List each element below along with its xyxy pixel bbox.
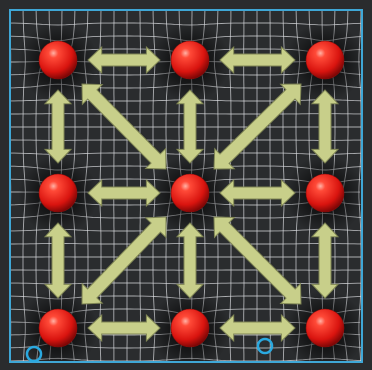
sphere-r3-c3 bbox=[306, 309, 344, 347]
sphere-r1-c1 bbox=[39, 41, 77, 79]
sphere-r3-c2 bbox=[171, 309, 209, 347]
sphere-r1-c2 bbox=[171, 41, 209, 79]
sphere-r1-c3 bbox=[306, 41, 344, 79]
sphere-r3-c1 bbox=[39, 309, 77, 347]
sphere-r2-c2 bbox=[171, 174, 209, 212]
sphere-r2-c1 bbox=[39, 174, 77, 212]
sphere-r2-c3 bbox=[306, 174, 344, 212]
